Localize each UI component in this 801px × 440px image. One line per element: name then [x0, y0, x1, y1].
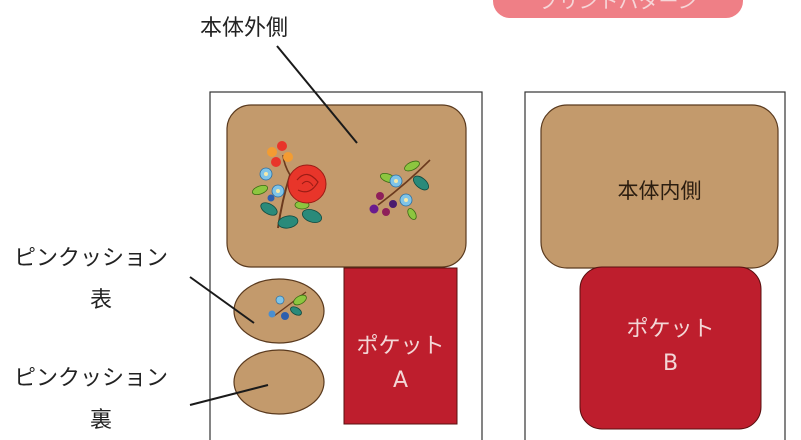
- pocket-b-label-line2: B: [662, 351, 679, 376]
- print-pattern-tag-text: プリントパターン: [538, 0, 698, 13]
- leader-line-pincushion-back: [189, 384, 269, 406]
- pincushion-back-shape: [233, 349, 325, 415]
- pocket-b-panel: [579, 266, 762, 430]
- pocket-a-label-line2: A: [392, 368, 409, 393]
- pocket-a-panel: [343, 267, 458, 425]
- berry-flower-motif: [369, 159, 431, 220]
- label-pincushion-front-line1: ピンクッション: [14, 246, 169, 271]
- pocket-a-label: ポケット A: [344, 330, 457, 398]
- label-pincushion-front-line2: 表: [90, 288, 113, 313]
- label-pincushion-back-line2: 裏: [90, 408, 113, 433]
- leader-line-body-outer: [276, 45, 358, 144]
- pocket-b-label: ポケット B: [580, 313, 761, 381]
- print-pattern-tag: プリントパターン: [493, 0, 743, 18]
- body-inner-label: 本体内側: [617, 179, 702, 203]
- pocket-a-label-line1: ポケット: [356, 334, 445, 359]
- leader-line-pincushion-front: [189, 276, 255, 324]
- pincushion-front-shape: [233, 278, 325, 344]
- pincushion-front-motif: [268, 291, 307, 320]
- rose-motif: [251, 141, 327, 229]
- label-pincushion-back-line1: ピンクッション: [14, 366, 169, 391]
- label-body-outer: 本体外側: [200, 16, 289, 41]
- pocket-b-label-line1: ポケット: [626, 317, 715, 342]
